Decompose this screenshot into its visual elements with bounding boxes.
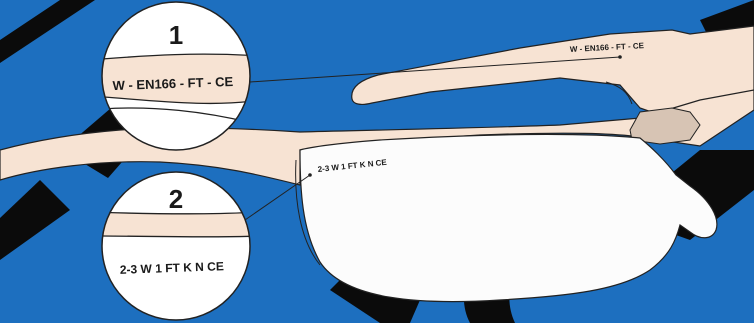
callout-1-number: 1 xyxy=(169,20,183,50)
callout-2-text: 2-3 W 1 FT K N CE xyxy=(120,259,224,277)
frame-marking-text: W - EN166 - FT - CE xyxy=(570,41,645,54)
callout-1-text: W - EN166 - FT - CE xyxy=(112,74,233,93)
lens[interactable] xyxy=(299,133,718,303)
callout-2-number: 2 xyxy=(169,184,183,214)
callout-2: 2 2-3 W 1 FT K N CE xyxy=(101,171,251,321)
leader-line-1 xyxy=(249,56,621,83)
leader-line-2 xyxy=(244,174,311,221)
callout-1: 1 W - EN166 - FT - CE xyxy=(101,1,251,151)
